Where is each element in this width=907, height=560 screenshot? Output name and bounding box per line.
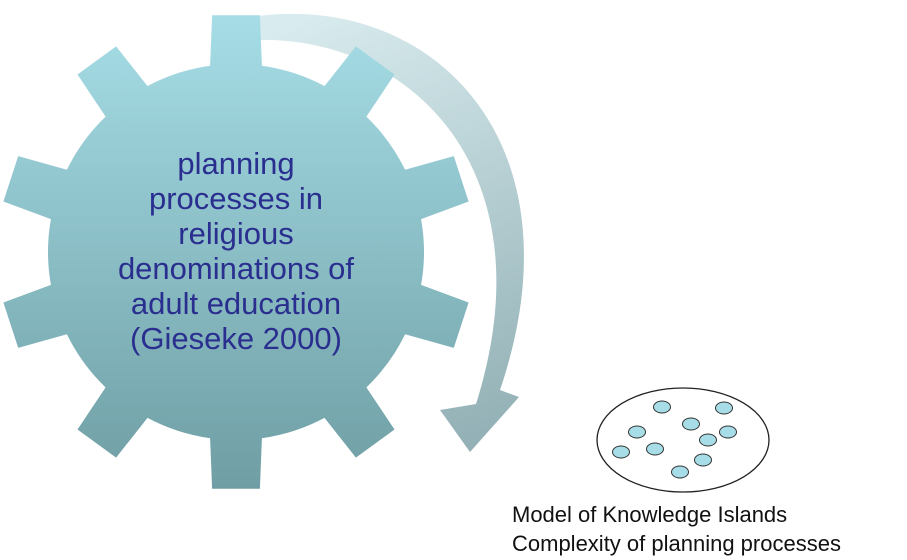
knowledge-islands	[596, 387, 770, 493]
knowledge-island	[646, 442, 664, 456]
gear-label: planning processes in religious denomina…	[86, 146, 386, 356]
gear-label-line: adult education	[130, 286, 342, 321]
islands-caption: Model of Knowledge Islands Complexity of…	[512, 500, 841, 558]
gear-label-line: (Gieseke 2000)	[130, 321, 342, 356]
knowledge-island	[653, 400, 671, 414]
islands-boundary	[596, 387, 770, 493]
knowledge-island	[682, 417, 700, 431]
knowledge-island	[612, 445, 630, 459]
gear-label-line: processes in	[148, 181, 324, 216]
knowledge-island	[715, 401, 733, 415]
knowledge-island	[671, 465, 689, 479]
knowledge-island	[628, 425, 646, 439]
gear-label-line: planning	[177, 146, 295, 181]
curved-arrow	[251, 13, 524, 452]
caption-title: Model of Knowledge Islands	[512, 502, 788, 527]
knowledge-island	[699, 433, 717, 447]
gear-label-line: denominations of	[117, 251, 355, 286]
caption-subtitle: Complexity of planning processes	[512, 531, 841, 556]
gear-shape	[3, 15, 469, 489]
gear-label-line: religious	[178, 216, 294, 251]
knowledge-island	[694, 453, 712, 467]
knowledge-island	[719, 425, 737, 439]
